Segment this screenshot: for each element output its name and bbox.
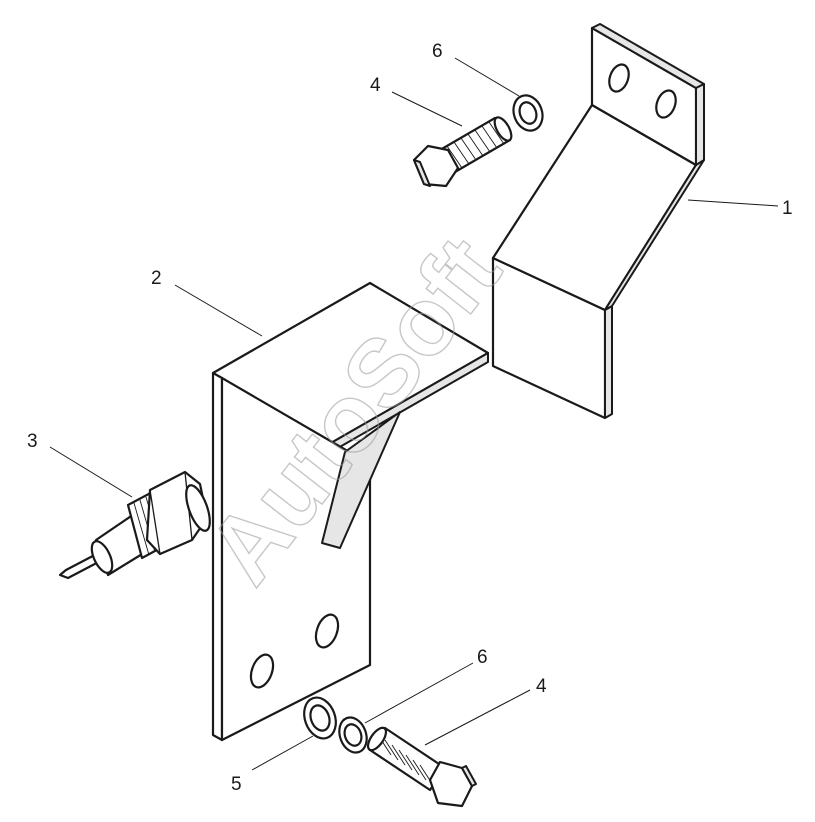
- leader-4-bottom: [424, 689, 531, 746]
- callout-4-top: 4: [370, 75, 381, 96]
- bracket-part-2: [211, 281, 490, 742]
- callout-1: 1: [782, 198, 793, 219]
- bolt-part-4-top: [412, 116, 513, 188]
- bolt-part-4-bottom: [366, 726, 477, 808]
- leader-6-bottom: [364, 662, 474, 724]
- callout-6-top: 6: [432, 41, 443, 62]
- callout-3: 3: [27, 431, 38, 452]
- leader-lines: [49, 57, 779, 771]
- washer-part-6-top: [512, 94, 544, 132]
- sensor-fitting-part-3: [58, 470, 211, 580]
- leader-2: [174, 284, 263, 337]
- callout-4-bottom: 4: [536, 676, 547, 697]
- callout-5: 5: [231, 774, 242, 795]
- leader-4-top: [391, 91, 463, 127]
- callouts: 1 2 3 4 6 5 6 4: [27, 41, 793, 795]
- leader-5: [251, 735, 314, 771]
- callout-2: 2: [151, 268, 162, 289]
- leader-6-top: [454, 57, 520, 97]
- callout-6-bottom: 6: [477, 647, 488, 668]
- washer-part-6-bottom: [338, 716, 368, 754]
- washer-part-5: [303, 696, 337, 740]
- bracket-part-1: [491, 23, 705, 420]
- leader-1: [687, 199, 779, 207]
- leader-3: [49, 446, 133, 498]
